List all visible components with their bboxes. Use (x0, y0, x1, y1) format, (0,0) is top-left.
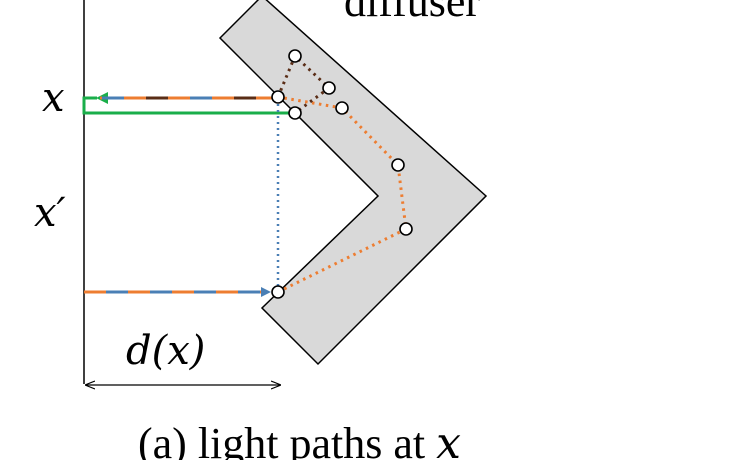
brown-dotted-path (276, 53, 332, 115)
vertex-lower-right (399, 222, 413, 236)
label-x-prime: x′ (34, 190, 66, 236)
vertex-entry-x (271, 90, 285, 104)
diffuser-label: diffuser (344, 0, 480, 26)
vertex-entry-bottom (271, 285, 285, 299)
orange-dotted-path (277, 95, 408, 294)
caption: (a) light paths at x (138, 418, 461, 460)
vertex-mid-a (335, 101, 349, 115)
vertex-upper-right (322, 81, 336, 95)
label-d-x: d(x) (126, 328, 205, 374)
label-x: x (42, 75, 65, 121)
scatter-vertices (271, 49, 413, 299)
vertex-top (288, 49, 302, 63)
caption-var: x (436, 418, 461, 460)
caption-prefix: (a) light paths at (138, 419, 436, 460)
diffuser-shape (218, 0, 488, 366)
vertex-exit (288, 106, 302, 120)
green-return-path (82, 92, 295, 115)
vertex-mid-b (391, 158, 405, 172)
